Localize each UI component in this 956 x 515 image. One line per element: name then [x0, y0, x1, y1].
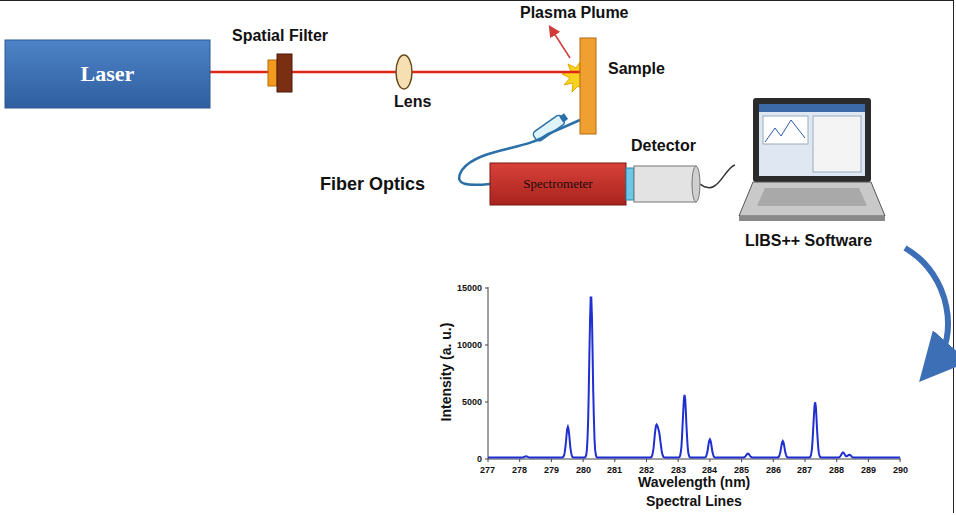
laptop-base: [739, 182, 885, 216]
tick-label: 281: [607, 465, 622, 475]
spectrometer-body: [490, 163, 626, 205]
axis-tick: [485, 345, 488, 346]
node-label: Lens: [394, 93, 431, 111]
lens-shape: [396, 55, 412, 89]
tick-label: 283: [671, 465, 686, 475]
window-pane: [813, 116, 861, 172]
axis-tick: [773, 459, 774, 462]
axis-title: Spectral Lines: [646, 493, 742, 509]
axis-title: Intensity (a. u.): [438, 323, 454, 422]
sample-plate: Sample: [580, 38, 596, 134]
axis-tick: [868, 459, 869, 462]
axis-title: Wavelength (nm): [638, 474, 750, 490]
axis-tick: [551, 459, 552, 462]
laptop: LIBS++ Software: [735, 98, 885, 226]
spatial-filter-shape: [268, 54, 292, 92]
tick-label: 289: [861, 465, 876, 475]
filter-holder: [268, 60, 277, 86]
lens-shape: [396, 55, 412, 89]
detector-body: [634, 166, 696, 202]
tick-label: 284: [702, 465, 717, 475]
tick-label: 285: [734, 465, 749, 475]
tick-label: 287: [797, 465, 812, 475]
window-bar: [759, 104, 865, 112]
screen-plot: [765, 120, 805, 142]
laptop-edge: [739, 216, 885, 221]
axis-tick: [485, 288, 488, 289]
tick-label: 278: [512, 465, 527, 475]
tick-label: 15000: [457, 283, 482, 293]
laser-body: [5, 40, 210, 108]
detector: Detector: [626, 166, 700, 202]
detector-end: [692, 166, 700, 202]
detector-shape: [626, 166, 700, 202]
spectrum-chart: [485, 287, 901, 462]
spectrometer-box: Spectrometer: [490, 163, 626, 205]
node-label: Sample: [608, 60, 665, 78]
node-label: Spatial Filter: [232, 27, 328, 45]
axis-tick: [900, 459, 901, 462]
tick-label: 290: [893, 465, 908, 475]
connector: [700, 165, 735, 188]
leader-arrow: [552, 30, 570, 58]
window-pane: [763, 116, 808, 144]
sample-body: [580, 38, 596, 134]
node-label: Laser: [81, 61, 135, 87]
laptop-lid: [753, 98, 871, 182]
axis-tick: [485, 459, 488, 460]
connector: [412, 71, 580, 74]
axis-tick: [485, 402, 488, 403]
tick-label: 0: [477, 454, 482, 464]
tick-label: 279: [544, 465, 559, 475]
axis-tick: [836, 459, 837, 462]
connector: [210, 71, 268, 74]
tick-label: 288: [829, 465, 844, 475]
sample-plate-shape: [580, 38, 596, 134]
lens: Lens: [396, 55, 412, 89]
keyboard: [757, 188, 867, 206]
laptop-screen: [759, 104, 865, 176]
axis-tick: [709, 459, 710, 462]
tick-label: 282: [639, 465, 654, 475]
callout-label: Plasma Plume: [520, 4, 629, 22]
filter-plate: [277, 54, 292, 92]
axis-tick: [678, 459, 679, 462]
node-label: LIBS++ Software: [745, 232, 872, 250]
tick-label: 277: [480, 465, 495, 475]
spatial-filter: Spatial Filter: [268, 54, 292, 92]
edge-label: Fiber Optics: [320, 174, 425, 195]
tick-label: 280: [576, 465, 591, 475]
node-label: Spectrometer: [523, 176, 592, 192]
axis-tick: [805, 459, 806, 462]
tick-label: 5000: [462, 397, 482, 407]
axis-tick: [646, 459, 647, 462]
axis-tick: [519, 459, 520, 462]
axis-tick: [741, 459, 742, 462]
detector-window: [626, 168, 634, 200]
laptop-shape: [735, 98, 885, 226]
curved-arrow: [905, 248, 948, 364]
axis-tick: [583, 459, 584, 462]
tick-label: 10000: [457, 340, 482, 350]
node-label: Detector: [631, 137, 696, 155]
axis-tick: [614, 459, 615, 462]
connector: [292, 71, 396, 74]
tick-label: 286: [766, 465, 781, 475]
laser-box: Laser: [5, 40, 210, 108]
